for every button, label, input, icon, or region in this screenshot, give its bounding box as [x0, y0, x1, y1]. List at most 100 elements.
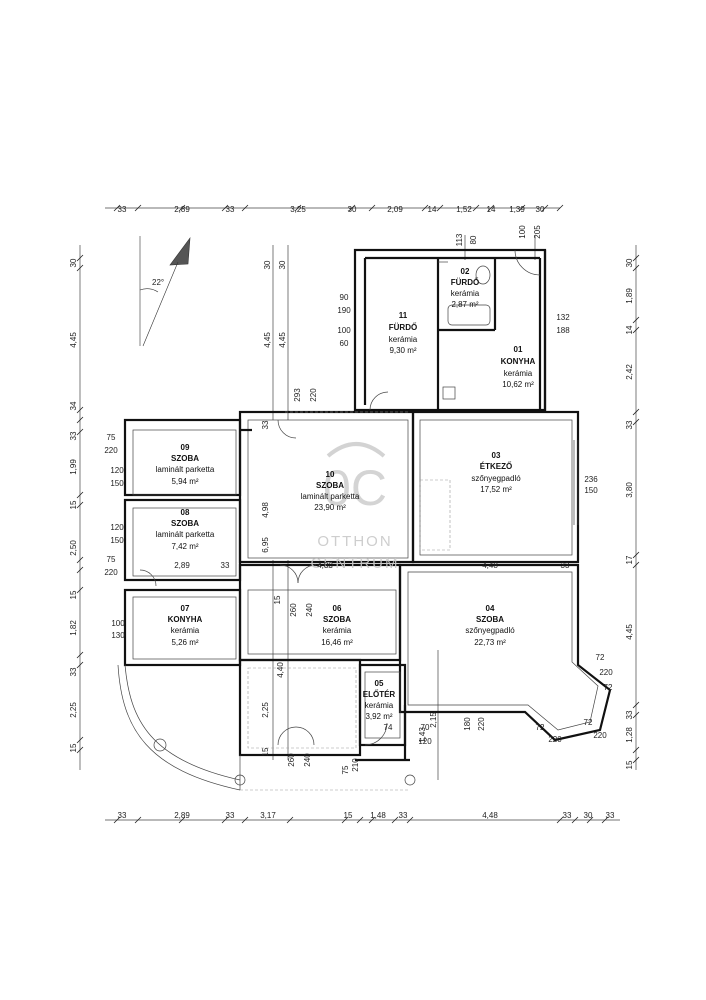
left-dimension-label: 34: [69, 401, 78, 410]
svg-text:23,90 m²: 23,90 m²: [314, 503, 346, 512]
svg-text:KONYHA: KONYHA: [168, 615, 203, 624]
inner-dimension-label: 4,40: [276, 662, 285, 678]
left-dimension-label: 15: [69, 590, 78, 599]
svg-text:16,46 m²: 16,46 m²: [321, 638, 353, 647]
svg-text:06: 06: [333, 604, 342, 613]
svg-text:kerámia: kerámia: [451, 289, 480, 298]
svg-text:03: 03: [492, 451, 501, 460]
left-dimension-label: 4,45: [69, 332, 78, 348]
svg-text:kerámia: kerámia: [504, 369, 533, 378]
svg-text:kerámia: kerámia: [171, 626, 200, 635]
svg-text:22,73 m²: 22,73 m²: [474, 638, 506, 647]
right-dimension-label: 15: [625, 760, 634, 769]
inner-dimension-label: 150: [110, 479, 124, 488]
room-label-r01: 01 KONYHA kerámia 10,62 m²: [501, 345, 536, 389]
left-dimension-label: 33: [69, 667, 78, 676]
bottom-dimension-label: 33: [563, 811, 572, 820]
inner-dimension-label: 33: [261, 420, 270, 429]
svg-text:laminált parketta: laminált parketta: [156, 465, 215, 474]
svg-text:04: 04: [486, 604, 495, 613]
top-dimension-label: 3,25: [290, 205, 306, 214]
top-dimension-label: 14: [428, 205, 437, 214]
right-dimension-label: 3,80: [625, 482, 634, 498]
inner-dimension-label: 293: [293, 388, 302, 402]
top-dimension-label: 30: [348, 205, 357, 214]
inner-dimension-label: 210: [351, 758, 360, 772]
inner-dimension-label: 75: [107, 433, 116, 442]
otthon-centrum-watermark: 0C OTTHON CENTRUM: [311, 442, 400, 572]
svg-text:7,42 m²: 7,42 m²: [171, 542, 198, 551]
inner-dimension-label: 2,25: [261, 702, 270, 718]
inner-dimension-label: 120: [418, 737, 432, 746]
svg-text:szőnyegpadló: szőnyegpadló: [471, 474, 521, 483]
svg-text:laminált parketta: laminált parketta: [156, 530, 215, 539]
inner-dimension-label: 130: [111, 631, 125, 640]
inner-dimension-label: 220: [548, 735, 562, 744]
inner-dimension-label: 4,45: [263, 332, 272, 348]
inner-dimension-label: 260: [287, 753, 296, 767]
inner-dimension-label: 132: [556, 313, 570, 322]
watermark-line2: CENTRUM: [311, 555, 400, 572]
inner-dimension-label: 220: [104, 446, 118, 455]
inner-dimension-label: 30: [278, 260, 287, 269]
inner-dimension-label: 260: [289, 603, 298, 617]
svg-text:05: 05: [375, 679, 384, 688]
inner-dimension-label: 4,48: [482, 561, 498, 570]
inner-dimension-label: 72: [596, 653, 605, 662]
inner-dimension-label: 72: [536, 723, 545, 732]
inner-dimension-label: 4,45: [278, 332, 287, 348]
top-dimension-label: 14: [487, 205, 496, 214]
watermark-line1: OTTHON: [317, 533, 392, 550]
walls: [117, 248, 612, 791]
left-dimension-label: 15: [69, 743, 78, 752]
svg-text:10,62 m²: 10,62 m²: [502, 380, 534, 389]
left-dimension-label: 1,82: [69, 620, 78, 636]
right-dimension-label: 2,42: [625, 364, 634, 380]
bottom-dimension-label: 3,17: [260, 811, 276, 820]
inner-dimension-label: 80: [469, 235, 478, 244]
right-dimension-label: 33: [625, 710, 634, 719]
inner-dimension-label: 240: [305, 603, 314, 617]
top-dimension-label: 2,89: [174, 205, 190, 214]
svg-text:SZOBA: SZOBA: [476, 615, 504, 624]
right-dimension-label: 30: [625, 258, 634, 267]
svg-text:KONYHA: KONYHA: [501, 357, 536, 366]
bottom-dimension-label: 4,48: [482, 811, 498, 820]
inner-dimension-label: 30: [263, 260, 272, 269]
room-label-r11: 11 FÜRDŐ kerámia 9,30 m²: [389, 311, 418, 355]
top-dimension-label: 1,39: [509, 205, 525, 214]
north-arrow-icon: 22°: [139, 236, 191, 347]
inner-dimension-label: 33: [561, 561, 570, 570]
room-label-r04: 04 SZOBA szőnyegpadló 22,73 m²: [465, 604, 515, 647]
inner-dimension-label: 188: [556, 326, 570, 335]
svg-text:FÜRDŐ: FÜRDŐ: [451, 278, 479, 287]
left-dimension-label: 1,99: [69, 459, 78, 475]
right-dimension-label: 4,45: [625, 624, 634, 640]
svg-text:9,30 m²: 9,30 m²: [389, 346, 416, 355]
room-label-r06: 06 SZOBA kerámia 16,46 m²: [321, 604, 353, 647]
room-label-r08: 08 SZOBA laminált parketta 7,42 m²: [156, 508, 215, 551]
svg-text:kerámia: kerámia: [323, 626, 352, 635]
svg-text:SZOBA: SZOBA: [171, 454, 199, 463]
left-dimension-label: 33: [69, 431, 78, 440]
top-dimension-label: 33: [226, 205, 235, 214]
svg-text:02: 02: [461, 267, 470, 276]
room-label-r09: 09 SZOBA laminált parketta 5,94 m²: [156, 443, 215, 486]
left-dimension-label: 30: [69, 258, 78, 267]
inner-dimension-label: 220: [104, 568, 118, 577]
svg-text:SZOBA: SZOBA: [171, 519, 199, 528]
svg-text:SZOBA: SZOBA: [316, 481, 344, 490]
svg-text:ÉTKEZŐ: ÉTKEZŐ: [480, 462, 512, 471]
room-label-r10: 10 SZOBA laminált parketta 23,90 m²: [301, 470, 360, 512]
inner-dimension-label: 15: [261, 747, 270, 756]
inner-dimension-label: 33: [221, 561, 230, 570]
inner-dimension-label: 75: [107, 555, 116, 564]
bottom-dimension-label: 33: [399, 811, 408, 820]
svg-text:01: 01: [514, 345, 523, 354]
top-dimension-label: 30: [536, 205, 545, 214]
svg-text:5,26 m²: 5,26 m²: [171, 638, 198, 647]
bottom-dimension-label: 33: [606, 811, 615, 820]
right-dimension-label: 14: [625, 325, 634, 334]
